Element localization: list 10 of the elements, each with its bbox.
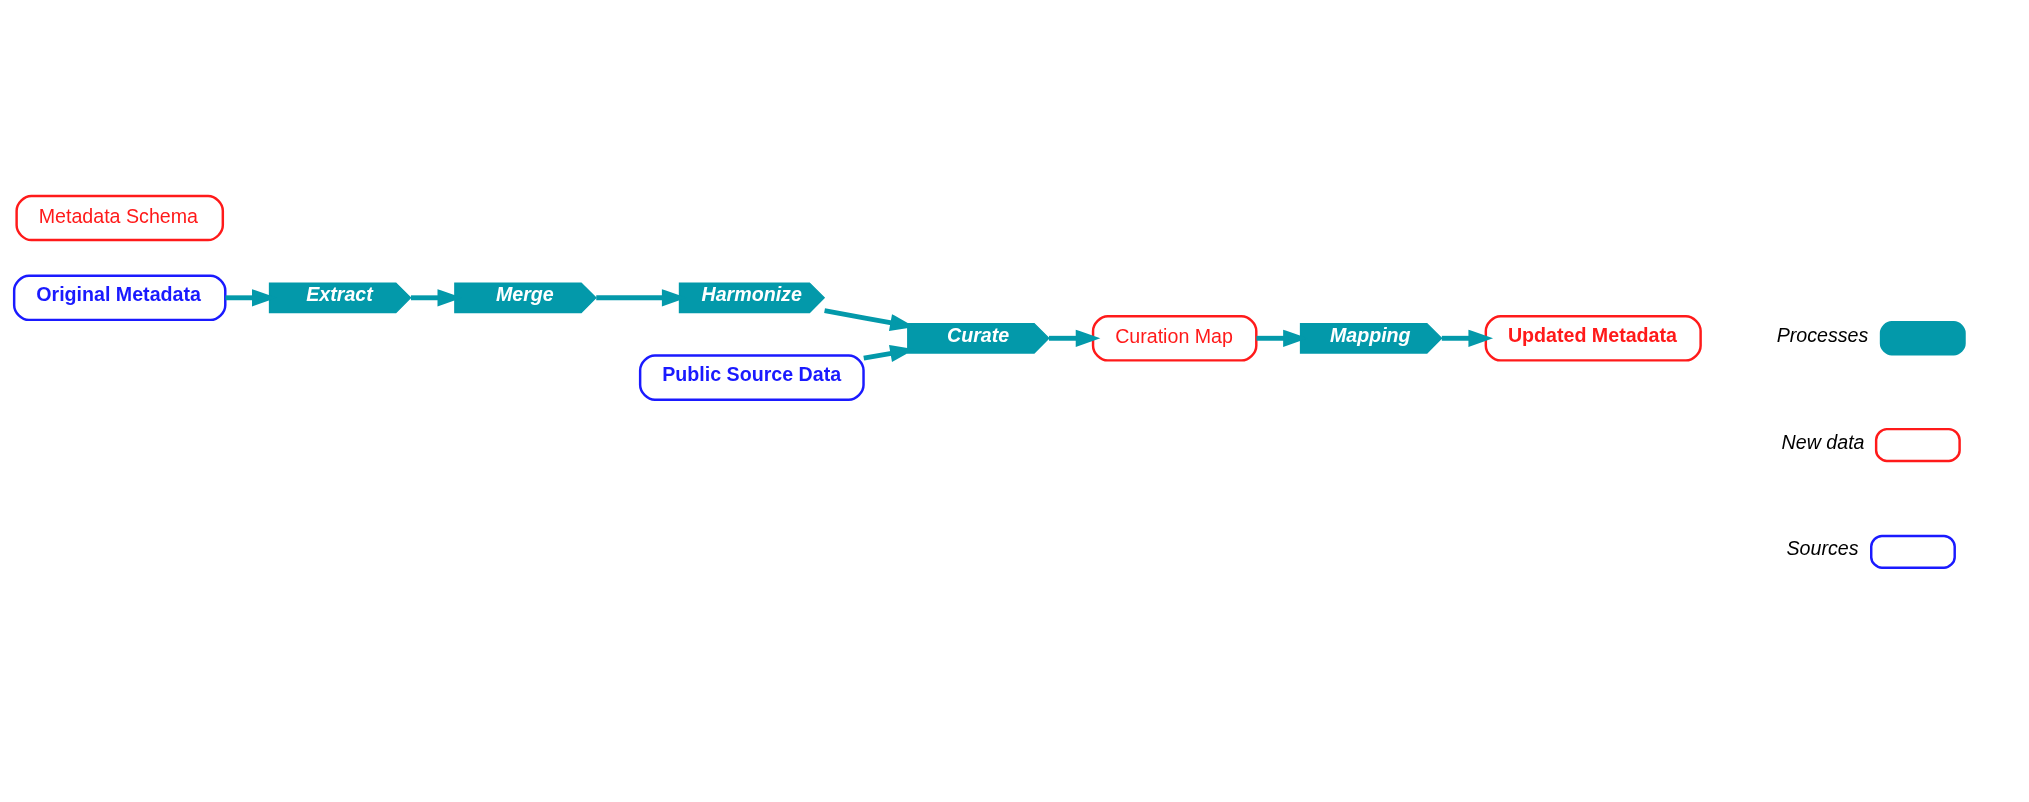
arrow	[1441, 329, 1494, 347]
arrow	[1049, 329, 1101, 347]
node-box: Updated Metadata	[1484, 314, 1702, 362]
node-box: Curation Map	[1091, 314, 1258, 362]
legend-label: Sources	[1786, 536, 1859, 559]
node-box: Public Source Data	[638, 353, 865, 401]
legend-label: New data	[1781, 430, 1865, 453]
node-box: Metadata Schema	[15, 194, 225, 241]
legend-label: Processes	[1776, 323, 1869, 346]
node-box: Original Metadata	[12, 273, 227, 321]
